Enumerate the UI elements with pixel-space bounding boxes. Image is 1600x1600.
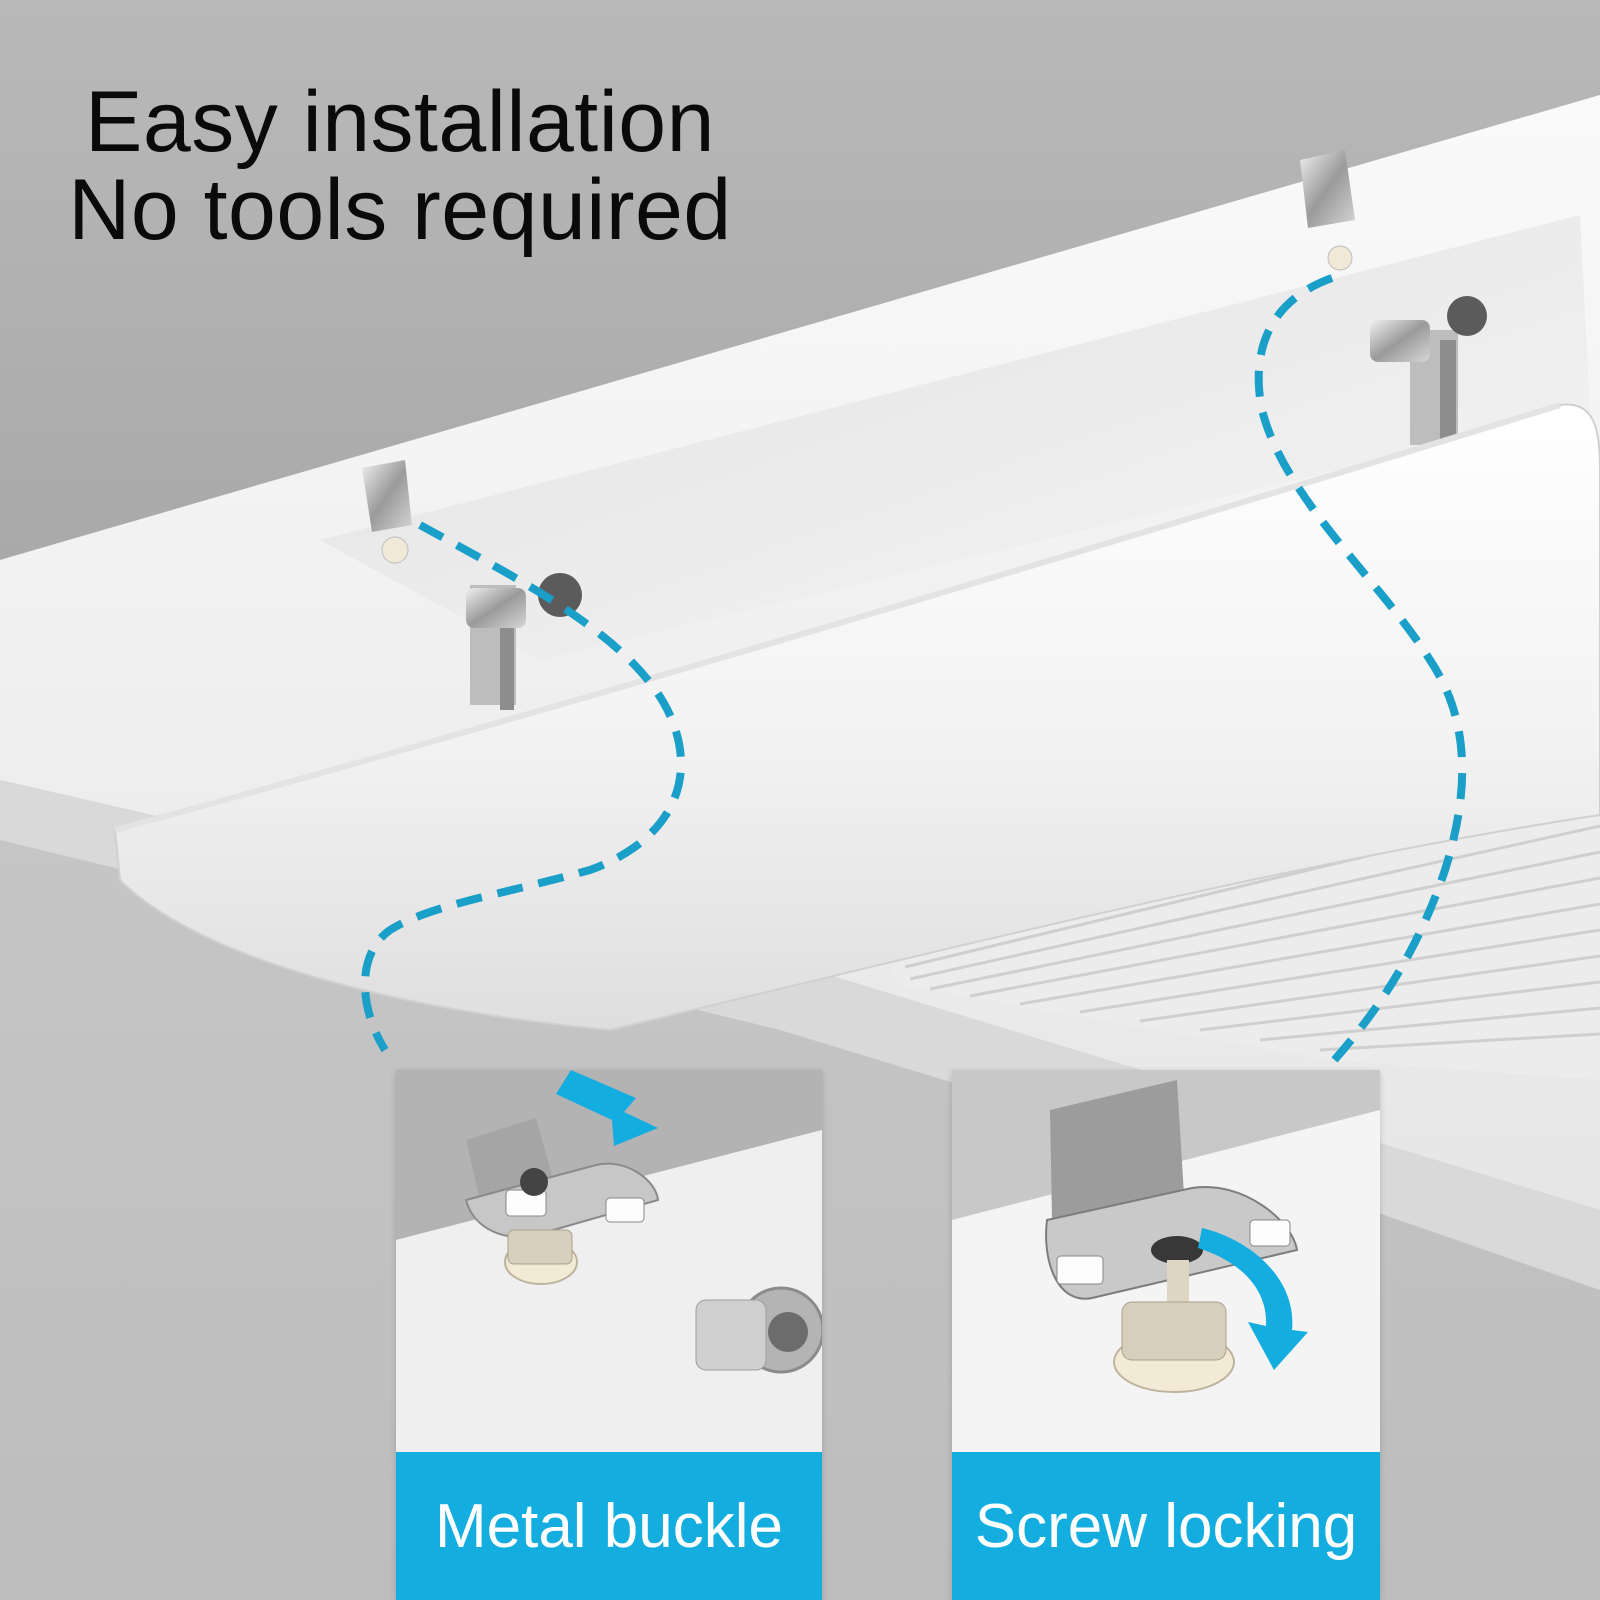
headline-line-2: No tools required	[68, 162, 732, 258]
metal-buckle-detail	[396, 1070, 822, 1452]
deflector-inner	[320, 215, 1590, 660]
headline: Easy installation No tools required	[0, 78, 800, 254]
blue-rotate-arrow-icon	[1198, 1228, 1308, 1370]
dashed-connector-right	[1254, 274, 1467, 1068]
headline-line-1: Easy installation	[85, 74, 715, 170]
caption-metal-buckle: Metal buckle	[396, 1452, 822, 1600]
deflector-top-edge	[114, 402, 1561, 833]
inset-metal-buckle: Metal buckle	[396, 1070, 822, 1600]
support-bracket-right	[1300, 150, 1487, 445]
ceiling	[0, 0, 1600, 560]
caption-screw-locking: Screw locking	[952, 1452, 1380, 1600]
screw-locking-detail	[952, 1070, 1380, 1452]
support-bracket-left	[362, 460, 582, 710]
inset-screw-locking: Screw locking	[952, 1070, 1380, 1600]
blue-arrow-icon	[556, 1070, 658, 1146]
